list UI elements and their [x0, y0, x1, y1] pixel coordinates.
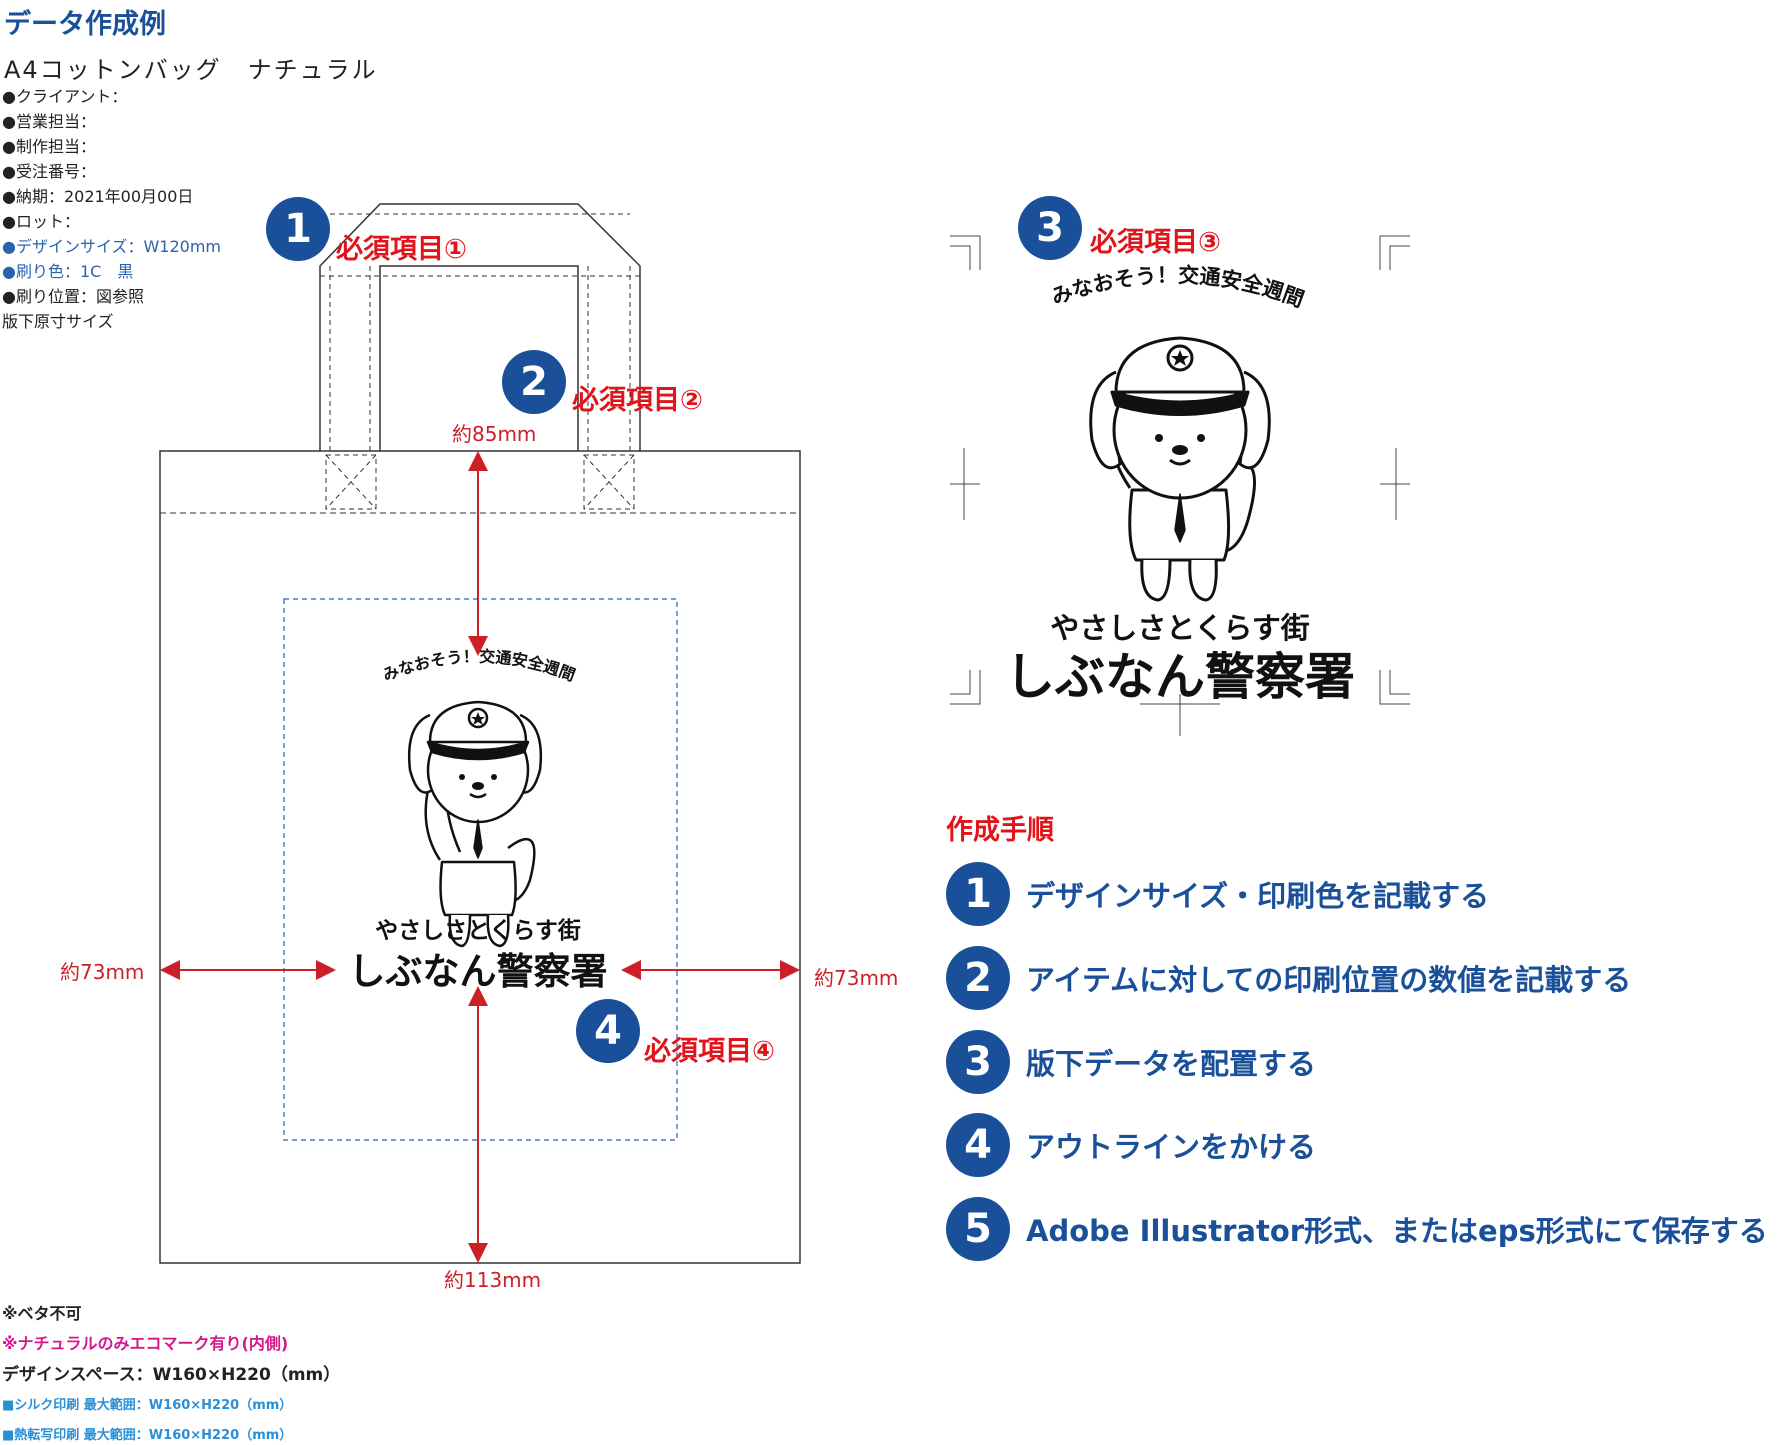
badge-2: 2: [502, 350, 566, 414]
badge-1: 1: [266, 197, 330, 261]
note-design-space: デザインスペース：W160×H220（mm）: [2, 1365, 341, 1385]
spec-list: ●クライアント： ●営業担当： ●制作担当： ●受注番号： ●納期：2021年0…: [2, 84, 221, 334]
spec-production: ●制作担当：: [2, 137, 96, 156]
note-eco-mark: ※ナチュラルのみエコマーク有り(内側): [2, 1334, 289, 1353]
mascot-illustration-small: [408, 700, 542, 948]
print-area-outline: [283, 598, 678, 1141]
dimension-label-bottom: 約113mm: [444, 1268, 542, 1292]
required-label-2: 必須項目②: [572, 385, 703, 416]
dimension-label-top: 約85mm: [452, 422, 537, 446]
note-no-solid-fill: ※ベタ不可: [2, 1304, 82, 1323]
crop-marks: [950, 235, 1410, 736]
badge-4: 4: [576, 999, 640, 1063]
spec-print-position: ●刷り位置：図参照: [2, 287, 144, 306]
procedure-heading: 作成手順: [946, 815, 1054, 846]
step-badge-5: 5: [946, 1197, 1010, 1261]
product-name: A4コットンバッグ ナチュラル: [4, 56, 378, 84]
step-text-3: 版下データを配置する: [1026, 1047, 1317, 1081]
step-badge-4: 4: [946, 1113, 1010, 1177]
spec-order-number: ●受注番号：: [2, 162, 96, 181]
dimension-label-left: 約73mm: [60, 960, 145, 984]
bag-body-outline: [159, 450, 801, 1264]
artwork-arc-text-large: みなおそう！交通安全週間: [1048, 263, 1307, 312]
procedure-step-3: 3 版下データを配置する: [946, 1030, 1316, 1094]
artwork-subtitle-large: やさしさとくらす街: [1050, 611, 1310, 645]
required-label-1: 必須項目①: [336, 234, 467, 265]
bag-handle: [319, 203, 641, 510]
page-title: データ作成例: [4, 9, 166, 40]
step-badge-2: 2: [946, 946, 1010, 1010]
artwork-subtitle-small: やさしさとくらす街: [375, 917, 581, 944]
procedure-step-2: 2 アイテムに対しての印刷位置の数値を記載する: [946, 946, 1631, 1010]
step-text-4: アウトラインをかける: [1026, 1130, 1317, 1164]
note-heat-transfer-range: ■熱転写印刷 最大範囲：W160×H220（mm）: [2, 1428, 293, 1443]
spec-design-size: ●デザインサイズ：W120mm: [2, 237, 222, 256]
required-label-4: 必須項目④: [644, 1036, 775, 1067]
spec-client: ●クライアント：: [2, 87, 128, 106]
artwork-main-title-small: しぶなん警察署: [349, 950, 608, 993]
spec-print-color: ●刷り色：1C 黒: [2, 262, 134, 281]
step-badge-1: 1: [946, 862, 1010, 926]
note-silk-print-range: ■シルク印刷 最大範囲：W160×H220（mm）: [2, 1398, 293, 1413]
spec-sales: ●営業担当：: [2, 112, 96, 131]
spec-lot: ●ロット：: [2, 212, 80, 231]
procedure-step-1: 1 デザインサイズ・印刷色を記載する: [946, 862, 1489, 926]
spec-delivery-date: ●納期：2021年00月00日: [2, 187, 194, 206]
step-badge-3: 3: [946, 1030, 1010, 1094]
step-text-2: アイテムに対しての印刷位置の数値を記載する: [1026, 963, 1632, 997]
dimension-label-right: 約73mm: [814, 966, 899, 990]
spec-actual-size-label: 版下原寸サイズ: [2, 312, 114, 331]
mascot-illustration-large: [1089, 336, 1271, 602]
procedure-step-5: 5 Adobe Illustrator形式、またはeps形式にて保存する: [946, 1197, 1768, 1261]
required-label-3: 必須項目③: [1090, 227, 1221, 258]
step-text-1: デザインサイズ・印刷色を記載する: [1026, 879, 1490, 913]
procedure-step-4: 4 アウトラインをかける: [946, 1113, 1316, 1177]
artwork-main-title-large: しぶなん警察署: [1005, 648, 1355, 706]
badge-3: 3: [1018, 196, 1082, 260]
step-text-5: Adobe Illustrator形式、またはeps形式にて保存する: [1026, 1214, 1768, 1248]
